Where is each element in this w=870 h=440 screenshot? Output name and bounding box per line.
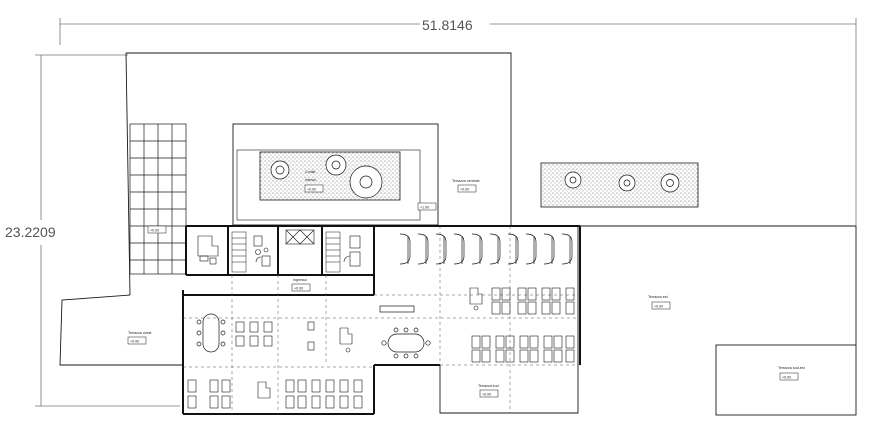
courtyard-trees <box>270 154 383 199</box>
dimension-height <box>35 54 180 407</box>
terrace-central-level: +0.00 <box>460 188 469 192</box>
stair-west <box>231 231 247 273</box>
reception-furniture <box>197 235 219 265</box>
terrace-south-level: +0.00 <box>482 393 491 397</box>
desk-cluster-east-upper <box>469 287 575 315</box>
dimension-height-label: 23.2209 <box>5 224 56 240</box>
terrace-east-level: +0.00 <box>654 305 663 309</box>
west-glazing-level-box <box>147 225 167 234</box>
curved-workstations <box>399 233 573 265</box>
terrace-west-level: +0.00 <box>130 340 139 344</box>
courtyard-title: Cortile <box>305 170 315 174</box>
atrium-level: +0.00 <box>294 287 303 291</box>
courtyard-level: +0.00 <box>307 188 316 192</box>
terrace-south-level-box <box>479 389 499 398</box>
courtyard-level-box <box>304 184 324 193</box>
terrace-southeast-label: Terrazza sud-est <box>778 366 805 370</box>
courtyard-subtitle: interno <box>305 178 316 182</box>
meeting-table-west <box>196 313 226 353</box>
atrium-level-box <box>291 283 311 292</box>
interior-walls <box>182 225 581 415</box>
meeting-table-center <box>379 305 431 359</box>
west-glazing-grid <box>129 123 187 275</box>
structural-grid <box>183 226 580 414</box>
desk-cluster-west-lower <box>187 379 363 409</box>
terrace-central-level-box <box>457 184 477 193</box>
terrace-central-label: Terrazza centrale <box>452 179 480 183</box>
terrace-southeast-level: +0.00 <box>782 376 791 380</box>
building-outline <box>59 52 857 416</box>
north-block-level-box <box>417 202 437 211</box>
terrace-east-label: Terrazza est <box>648 295 668 299</box>
terrace-south-label: Terrazza sud <box>478 384 499 388</box>
north-block-level: +1.00 <box>420 206 429 210</box>
terrace-west-label: Terrazza ovest <box>128 331 151 335</box>
terrace-southeast-level-box <box>779 372 799 381</box>
desk-cluster-west-upper <box>235 321 353 353</box>
desk-cluster-east-lower <box>471 335 575 363</box>
atrium-label: Ingresso <box>293 278 307 282</box>
stair-east <box>325 231 341 273</box>
dimension-width <box>59 18 857 225</box>
east-planter-trees <box>564 171 680 193</box>
restroom-fixtures <box>253 235 361 267</box>
terrace-east-level-box <box>651 301 671 310</box>
elevator <box>285 229 315 245</box>
terrace-west-level-box <box>127 336 147 345</box>
dimension-width-label: 51.8146 <box>422 17 473 33</box>
west-glazing-level: +0.00 <box>150 229 159 233</box>
